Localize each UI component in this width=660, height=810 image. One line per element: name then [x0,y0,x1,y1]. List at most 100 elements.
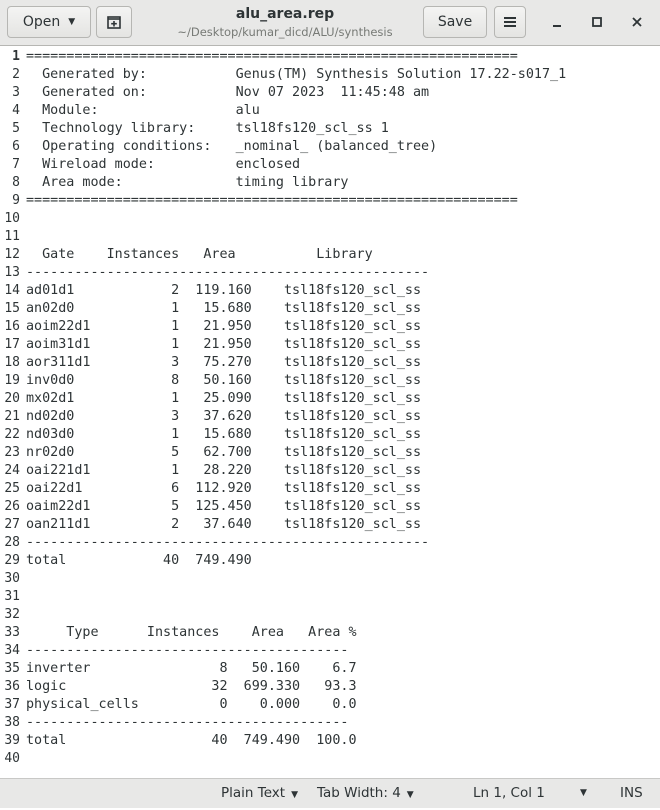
editor-text-area[interactable]: ========================================… [26,47,660,778]
line-number: 21 [4,409,20,424]
text-line[interactable] [26,210,660,228]
text-line[interactable]: Technology library: tsl18fs120_scl_ss 1 [26,121,389,136]
line-number: 15 [4,301,20,316]
text-line[interactable]: total 40 749.490 [26,553,252,568]
line-number: 37 [4,697,20,712]
maximize-icon [592,17,602,27]
open-button-label: Open [22,14,61,30]
new-tab-button[interactable] [96,6,132,38]
text-line[interactable]: nd03d0 1 15.680 tsl18fs120_scl_ss [26,427,422,442]
cursor-position[interactable]: Ln 1, Col 1 [473,785,545,801]
line-number: 16 [4,319,20,334]
text-line[interactable]: ========================================… [26,49,518,64]
maximize-button[interactable] [587,12,607,32]
text-line[interactable]: oan211d1 2 37.640 tsl18fs120_scl_ss [26,517,422,532]
line-number: 24 [4,463,20,478]
minimize-icon [553,25,561,27]
line-number: 38 [4,715,20,730]
syntax-language-selector[interactable]: Plain Text ▼ [221,779,298,809]
line-number: 23 [4,445,20,460]
line-number: 29 [4,553,20,568]
line-number: 2 [12,67,20,82]
chevron-down-icon[interactable]: ▼ [580,788,587,798]
text-line[interactable]: inverter 8 50.160 6.7 [26,661,357,676]
line-number: 25 [4,481,20,496]
close-button[interactable] [627,12,647,32]
line-number: 33 [4,625,20,640]
text-line[interactable]: oai221d1 1 28.220 tsl18fs120_scl_ss [26,463,422,478]
text-line[interactable] [26,588,660,606]
window-title-area: alu_area.rep ~/Desktop/kumar_dicd/ALU/sy… [160,6,410,40]
text-line[interactable]: Module: alu [26,103,260,118]
line-number: 30 [4,571,20,586]
text-line[interactable]: Gate Instances Area Library [26,247,373,262]
line-number: 1 [12,49,20,64]
new-tab-icon [107,16,121,29]
text-line[interactable]: nr02d0 5 62.700 tsl18fs120_scl_ss [26,445,422,460]
close-icon [632,17,642,27]
text-line[interactable] [26,228,660,246]
line-number: 28 [4,535,20,550]
header-bar: Open ▼ alu_area.rep ~/Desktop/kumar_dicd… [0,0,660,46]
text-line[interactable]: oai22d1 6 112.920 tsl18fs120_scl_ss [26,481,422,496]
minimize-button[interactable] [547,12,567,32]
text-line[interactable]: Type Instances Area Area % [26,625,357,640]
text-line[interactable]: ad01d1 2 119.160 tsl18fs120_scl_ss [26,283,422,298]
text-line[interactable]: nd02d0 3 37.620 tsl18fs120_scl_ss [26,409,422,424]
line-number: 13 [4,265,20,280]
insert-mode-indicator[interactable]: INS [620,785,643,801]
text-line[interactable]: logic 32 699.330 93.3 [26,679,357,694]
text-line[interactable]: an02d0 1 15.680 tsl18fs120_scl_ss [26,301,422,316]
line-number: 40 [4,751,20,766]
text-line[interactable]: total 40 749.490 100.0 [26,733,357,748]
line-number: 14 [4,283,20,298]
line-number: 4 [12,103,20,118]
line-number: 3 [12,85,20,100]
line-number: 18 [4,355,20,370]
text-line[interactable] [26,570,660,588]
chevron-down-icon: ▼ [291,790,298,800]
open-button[interactable]: Open ▼ [7,6,91,38]
text-line[interactable] [26,606,660,624]
text-line[interactable]: ========================================… [26,193,518,208]
text-line[interactable]: Wireload mode: enclosed [26,157,301,172]
window-title: alu_area.rep [235,6,335,22]
text-line[interactable]: Generated by: Genus(TM) Synthesis Soluti… [26,67,567,82]
text-line[interactable]: aoim22d1 1 21.950 tsl18fs120_scl_ss [26,319,422,334]
line-number: 22 [4,427,20,442]
line-number: 11 [4,229,20,244]
line-number: 26 [4,499,20,514]
line-number: 7 [12,157,20,172]
line-number: 19 [4,373,20,388]
line-number: 36 [4,679,20,694]
menu-button[interactable] [494,6,526,38]
save-button[interactable]: Save [423,6,487,38]
line-number: 10 [4,211,20,226]
text-line[interactable] [26,750,660,768]
chevron-down-icon: ▼ [68,17,76,27]
line-number: 34 [4,643,20,658]
text-line[interactable]: mx02d1 1 25.090 tsl18fs120_scl_ss [26,391,422,406]
line-number: 5 [12,121,20,136]
line-number: 32 [4,607,20,622]
text-line[interactable]: ---------------------------------------- [26,715,349,730]
text-line[interactable]: inv0d0 8 50.160 tsl18fs120_scl_ss [26,373,422,388]
line-number: 12 [4,247,20,262]
text-line[interactable]: oaim22d1 5 125.450 tsl18fs120_scl_ss [26,499,422,514]
syntax-language-label: Plain Text [221,785,286,801]
text-line[interactable]: aoim31d1 1 21.950 tsl18fs120_scl_ss [26,337,422,352]
tab-width-selector[interactable]: Tab Width: 4 ▼ [317,779,414,809]
text-line[interactable]: physical_cells 0 0.000 0.0 [26,697,357,712]
text-line[interactable]: aor311d1 3 75.270 tsl18fs120_scl_ss [26,355,422,370]
text-line[interactable]: ---------------------------------------- [26,643,349,658]
tab-width-label: Tab Width: 4 [317,785,401,801]
text-line[interactable]: Area mode: timing library [26,175,349,190]
text-line[interactable]: ----------------------------------------… [26,265,430,280]
line-number: 39 [4,733,20,748]
chevron-down-icon: ▼ [406,790,414,800]
text-line[interactable]: Operating conditions: _nominal_ (balance… [26,139,438,154]
text-line[interactable]: ----------------------------------------… [26,535,430,550]
text-line[interactable]: Generated on: Nov 07 2023 11:45:48 am [26,85,430,100]
